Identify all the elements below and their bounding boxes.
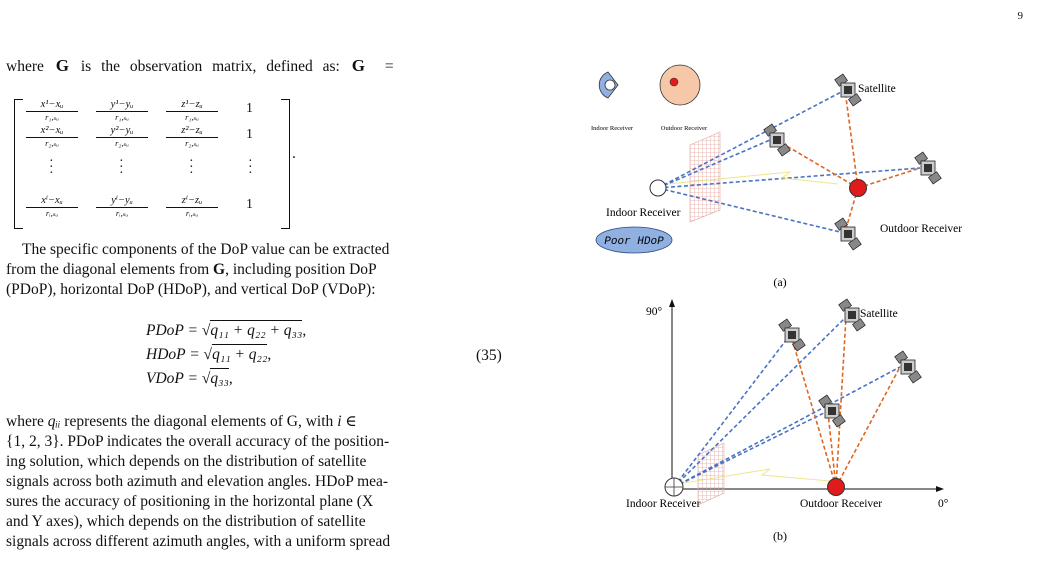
outdoor-receiver-label: Outdoor Receiver: [800, 498, 882, 510]
eq-vdop: VDoP = √q₃₃,: [146, 368, 233, 387]
indoor-receiver: [649, 179, 667, 197]
matrix-period: .: [292, 145, 296, 162]
para1-line3: (PDoP), horizontal DoP (HDoP), and verti…: [6, 281, 376, 298]
poor-hdop-label: Poor HDoP: [604, 236, 664, 248]
para1-line1: The specific components of the DoP value…: [22, 241, 390, 258]
matrix-vdots: ···: [49, 154, 54, 181]
y-axis-label: 90°: [646, 306, 663, 318]
para1-line2: from the diagonal elements from G, inclu…: [6, 261, 377, 278]
indoor-receiver-label: Indoor Receiver: [606, 207, 681, 219]
para2-line2: {1, 2, 3}. PDoP indicates the overall ac…: [6, 433, 390, 450]
para2-line7: signals across different azimuth angles,…: [6, 533, 391, 550]
wall: [689, 131, 721, 223]
matrix-vdots: ···: [189, 154, 194, 181]
caption-b: (b): [773, 529, 787, 543]
outdoor-receiver: [849, 179, 867, 197]
intro-rest: is the observation matrix, defined as:: [80, 58, 340, 75]
satellite-icon: [763, 123, 791, 157]
symbol-G-2: G: [351, 56, 365, 75]
matrix-cell: 1: [246, 197, 253, 212]
legend-outdoor-icon: [659, 64, 701, 106]
matrix-vdots: ···: [248, 154, 253, 181]
outdoor-receiver-label: Outdoor Receiver: [880, 223, 962, 235]
matrix-left-bracket: [14, 99, 23, 229]
matrix-cell: 1: [246, 127, 253, 142]
satellite-icon: [778, 318, 806, 352]
wall: [697, 442, 725, 506]
indoor-receiver-label: Indoor Receiver: [626, 498, 701, 510]
legend-outdoor-label: Outdoor Receiver: [661, 125, 708, 132]
matrix-vdots: ···: [119, 154, 124, 181]
figure-a: Indoor Receiver Outdoor Receiver Satelli…: [591, 64, 962, 289]
intro-line: where G is the observation matrix, defin…: [6, 56, 512, 76]
para2-line1: where qᵢᵢ represents the diagonal elemen…: [6, 413, 357, 430]
eq-pdop: PDoP = √q₁₁ + q₂₂ + q₃₃,: [146, 320, 307, 339]
equals-sign: =: [384, 58, 394, 75]
matrix-cell: 1: [246, 101, 253, 116]
matrix-right-bracket: [281, 99, 290, 229]
eq-hdop: HDoP = √q₁₁ + q₂₂,: [146, 344, 272, 363]
satellite-label: Satellite: [860, 308, 898, 320]
para2-line3: ing solution, which depends on the distr…: [6, 453, 367, 470]
equation-number: (35): [476, 347, 502, 364]
figure-b: 90° 0° Satellite Indoor Receiver Outdoor…: [626, 298, 949, 543]
para2-line4: signals across both azimuth and elevatio…: [6, 473, 389, 490]
outdoor-receiver: [827, 478, 845, 496]
satellite-label: Satellite: [858, 83, 896, 95]
x-axis-label: 0°: [938, 498, 949, 510]
legend-indoor-label: Indoor Receiver: [591, 125, 634, 132]
para2-line6: and Y axes), which depends on the distri…: [6, 513, 366, 530]
caption-a: (a): [773, 275, 786, 289]
page-number: 9: [1017, 10, 1024, 22]
para2-line5: sures the accuracy of positioning in the…: [6, 493, 374, 510]
intro-where: where: [6, 58, 44, 75]
symbol-G: G: [55, 56, 69, 75]
poor-hdop-badge: [595, 226, 673, 254]
